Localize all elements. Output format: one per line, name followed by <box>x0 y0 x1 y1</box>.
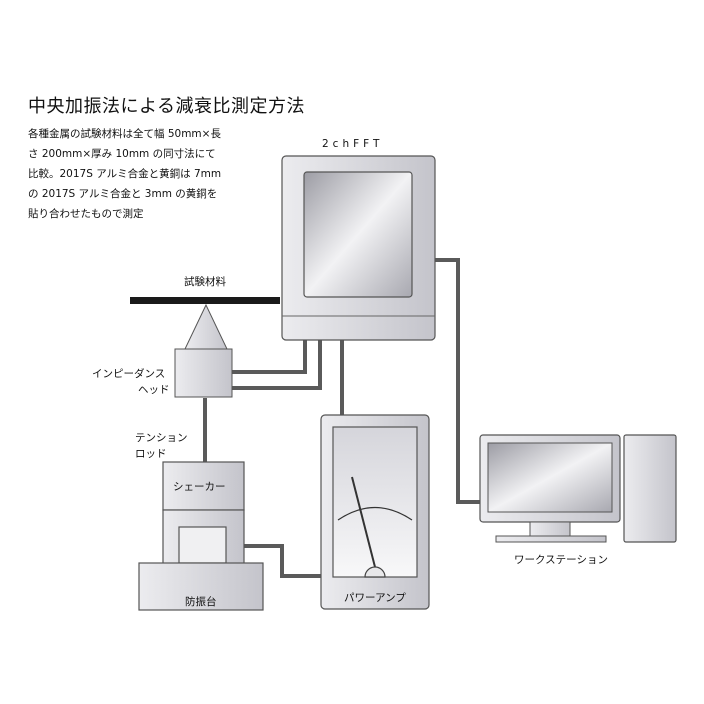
fft-label: 2chFFT <box>322 138 384 150</box>
impedance-head-label-1: インピーダンス <box>92 368 166 380</box>
tension-rod-label-2: ロッド <box>135 448 167 460</box>
meter-panel <box>332 426 418 578</box>
cable-amp-shaker <box>244 544 322 578</box>
power-amp-label: パワーアンプ <box>344 592 406 604</box>
fft-screen <box>303 171 413 298</box>
fft-analyzer <box>281 155 436 341</box>
description-line: の 2017S アルミ合金と 3mm の黄銅を <box>28 188 218 200</box>
meter-scale <box>337 506 413 521</box>
cable-head-fft-1 <box>232 340 307 374</box>
impedance-head-box <box>174 348 233 398</box>
monitor-stand <box>495 535 607 543</box>
cable-fft-workstation <box>432 258 480 504</box>
shaker <box>162 461 245 566</box>
tension-rod-label-1: テンション <box>135 432 188 444</box>
specimen-label: 試験材料 <box>184 276 226 288</box>
specimen-bar <box>130 297 280 304</box>
meter-pivot <box>364 566 386 578</box>
monitor-screen <box>487 442 613 513</box>
isolation-base <box>138 562 264 611</box>
page-title: 中央加振法による減衰比測定方法 <box>28 96 305 117</box>
cables <box>203 258 480 578</box>
impedance-head-label-2: ヘッド <box>138 384 170 396</box>
workstation-label: ワークステーション <box>514 554 608 566</box>
shaker-label: シェーカー <box>173 481 226 493</box>
monitor-neck <box>529 521 571 537</box>
base-label: 防振台 <box>185 596 217 608</box>
power-amplifier <box>320 414 430 610</box>
description-line: 貼り合わせたもので測定 <box>28 208 144 220</box>
description-line: 比較。2017S アルミ合金と黄銅は 7mm <box>28 168 222 180</box>
pc-tower <box>623 434 677 543</box>
description-line: さ 200mm×厚み 10mm の同寸法にて <box>28 148 216 160</box>
cable-head-fft-2 <box>232 340 322 390</box>
impedance-cone <box>184 303 228 350</box>
workstation <box>479 434 677 543</box>
description: 各種金属の試験材料は全て幅 50mm×長 さ 200mm×厚み 10mm の同寸… <box>28 124 288 224</box>
meter-needle <box>351 476 376 568</box>
description-line: 各種金属の試験材料は全て幅 50mm×長 <box>28 128 221 140</box>
